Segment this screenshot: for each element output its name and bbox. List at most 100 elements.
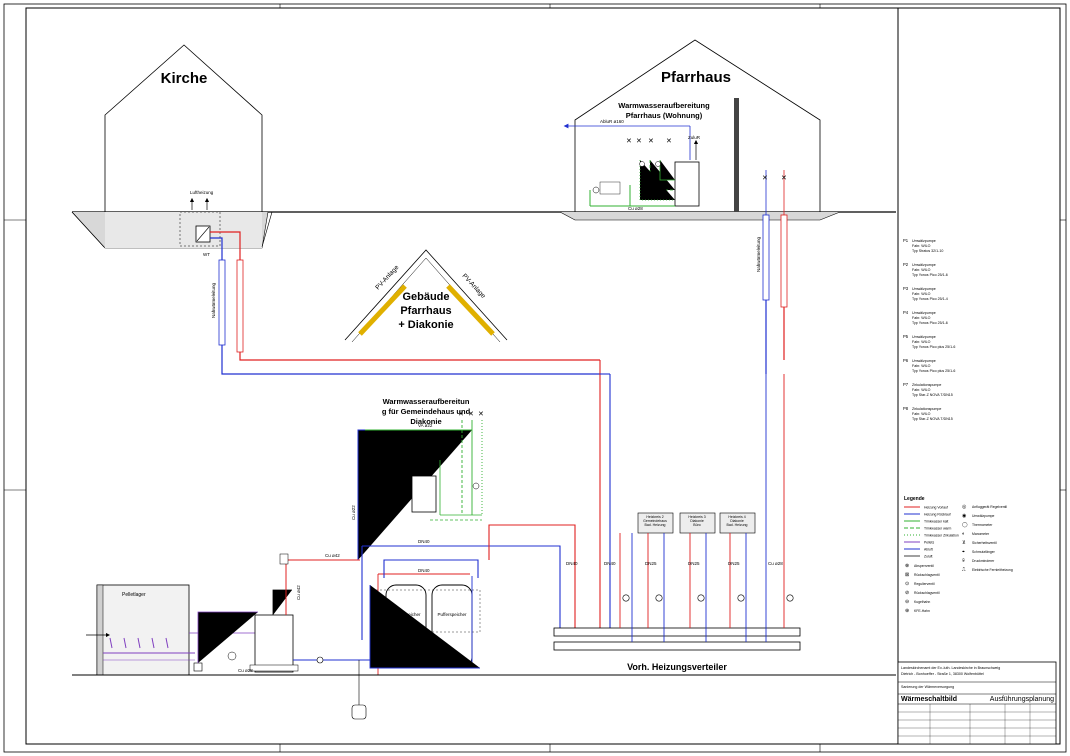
legend-symbol2-label-4: Sicherheitsventil — [972, 541, 997, 545]
cu28-label-pfarr: Cu ø28 — [628, 206, 643, 211]
legend-symbol-label-4: Kugelhahn — [914, 600, 930, 604]
pfarrhaus-ww-system: ✕ ✕ ✕ ✕ ✕ ✕ — [563, 123, 787, 207]
svg-text:Heizkreis 3: Heizkreis 3 — [688, 515, 705, 519]
pump-id-4: P5 — [903, 334, 909, 339]
svg-text:✕: ✕ — [626, 138, 632, 145]
legend-symbol-glyph-0: ⊗ — [905, 563, 909, 569]
legend-symbol-glyph-3: ⊘ — [905, 590, 909, 596]
pfarrhaus-title: Pfarrhaus — [661, 69, 731, 86]
legend-symbol2-label-3: Manometer — [972, 532, 990, 536]
title-org-1: Landeskirchenamt der Ev.-luth. Landeskir… — [901, 666, 1000, 670]
va22-label: VA ø22 — [418, 423, 433, 428]
cu28-label-boiler: Cu ø28 — [238, 668, 253, 673]
ww-gemeinde-title-1: Warmwasseraufbereitun — [383, 397, 470, 406]
pump-l2-1: Fabr. WILO — [912, 268, 931, 272]
svg-text:Heizkreis 2: Heizkreis 2 — [646, 515, 663, 519]
kirche-outline — [104, 44, 263, 212]
pump-l3-2: Typ Yonos Pico 25/1-4 — [912, 297, 948, 301]
legend-symbol2-glyph-7: ⎍ — [962, 567, 966, 573]
legend-symbol2-label-5: Schmutzfänger — [972, 550, 996, 554]
pump-id-5: P6 — [903, 358, 909, 363]
pellet-boiler — [227, 553, 370, 720]
legend-symbol2-label-2: Thermometer — [972, 523, 993, 527]
dn40-label-2: DN40 — [418, 568, 430, 573]
gemeinde-ww-system: ✕ ✕ ✕ ✕ — [357, 411, 484, 560]
pump-l1-7: Zirkulationspumpe — [912, 407, 941, 411]
pump-l3-0: Typ Stratos 32/1-10 — [912, 249, 943, 253]
sheet-frame-inner — [25, 7, 1061, 745]
nahwaerme-label-left: Nahwärmeleitung — [211, 282, 216, 318]
legend-symbol2-glyph-6: ⍟ — [962, 558, 965, 564]
legend-line-label-5: Pellets — [924, 541, 934, 545]
legend-symbol-label-5: KFE-Hahn — [914, 609, 930, 613]
pump-l1-6: Zirkulationspumpe — [912, 383, 941, 387]
svg-text:✕: ✕ — [478, 411, 484, 418]
pump-l2-0: Fabr. WILO — [912, 244, 931, 248]
pump-id-7: P8 — [903, 406, 909, 411]
pump-l3-7: Typ Star-Z NOVA T/DN15 — [912, 417, 953, 421]
ww-gemeinde-title-3: Diakonie — [410, 417, 441, 426]
main-header-pipes — [361, 360, 611, 640]
svg-text:Diakonie: Diakonie — [730, 519, 744, 523]
dn25-label-3: DN25 — [728, 561, 740, 566]
title-project: Sanierung der Wärmeversorgung — [901, 685, 954, 689]
legend-line-label-4: Trinkwasser Zirkulation — [924, 534, 959, 538]
pump-l2-7: Fabr. WILO — [912, 412, 931, 416]
pump-l1-4: Umwälzpumpe — [912, 335, 936, 339]
puffer-label-2: Pufferspeicher — [438, 612, 467, 617]
pump-l1-2: Umwälzpumpe — [912, 287, 936, 291]
pump-id-0: P1 — [903, 238, 909, 243]
pump-id-3: P4 — [903, 310, 909, 315]
pump-id-2: P3 — [903, 286, 909, 291]
wt-label: WT — [203, 252, 210, 257]
ww-gemeinde-title-2: g für Gemeindehaus und — [382, 407, 471, 416]
pump-l1-0: Umwälzpumpe — [912, 239, 936, 243]
legend-symbol-label-3: Rückschlagventil — [914, 591, 940, 595]
svg-text:Diakonie: Diakonie — [690, 519, 704, 523]
legend-symbol2-label-1: Umwälzpumpe — [972, 514, 995, 518]
svg-text:✕: ✕ — [762, 175, 768, 182]
kirche-wt — [179, 197, 221, 247]
svg-text:✕: ✕ — [386, 440, 392, 447]
svg-text:Heizkreis 4: Heizkreis 4 — [728, 515, 745, 519]
puffer-label-1: Pufferspeicher — [392, 612, 421, 617]
dn40-label-1: DN40 — [418, 539, 430, 544]
svg-text:Büro: Büro — [693, 523, 700, 527]
heating-circuit-3: Heizkreis 4 Diakonie Bad. Heizung — [719, 512, 756, 642]
legend-line-label-0: Heizung Vorlauf — [924, 506, 948, 510]
pfarrhaus-outline — [574, 39, 821, 212]
legend-symbol-glyph-4: ⊖ — [905, 599, 909, 605]
legend-line-label-2: Trinkwasser kalt — [924, 520, 948, 524]
chimney — [734, 98, 739, 212]
legend-symbol2-glyph-2: ◯ — [962, 522, 968, 528]
frame-ticks — [4, 4, 1066, 752]
dn40-label-3: DN40 — [566, 561, 578, 566]
pump-l2-2: Fabr. WILO — [912, 292, 931, 296]
title-phase: Ausführungsplanung — [990, 696, 1054, 703]
title-org-2: Dietrich - Bonhoeffer - Straße 1, 38300 … — [901, 672, 984, 676]
cu42-label-2: Cu ø42 — [296, 585, 301, 600]
legend-symbol-glyph-1: ⊠ — [905, 572, 909, 578]
legend-symbol-glyph-5: ⊕ — [905, 608, 909, 614]
gemeindehaus-title-2: Pfarrhaus — [400, 305, 451, 317]
legend-line-label-1: Heizung Rücklauf — [924, 513, 951, 517]
legend-symbol2-glyph-5: ⌖ — [962, 549, 965, 555]
verteiler-manifold — [553, 627, 801, 651]
svg-text:Gemeindehaus: Gemeindehaus — [643, 519, 667, 523]
pump-l3-4: Typ Yonos Pico plus 25/1-6 — [912, 345, 955, 349]
dn25-label-1: DN25 — [645, 561, 657, 566]
pump-l3-5: Typ Yonos Pico plus 25/1-6 — [912, 369, 955, 373]
pellet-storage — [86, 584, 258, 676]
legend-line-label-6: Abluft — [924, 548, 933, 552]
legend-line-label-7: Zuluft — [924, 555, 933, 559]
legend-line-label-3: Trinkwasser warm — [924, 527, 952, 531]
svg-text:✕: ✕ — [636, 138, 642, 145]
pump-l1-5: Umwälzpumpe — [912, 359, 936, 363]
pump-l2-6: Fabr. WILO — [912, 388, 931, 392]
verteiler-label: Vorh. Heizungsverteiler — [627, 662, 727, 672]
kirche-title: Kirche — [161, 70, 208, 87]
pump-l1-3: Umwälzpumpe — [912, 311, 936, 315]
svg-text:Bad. Heizung: Bad. Heizung — [726, 523, 747, 527]
